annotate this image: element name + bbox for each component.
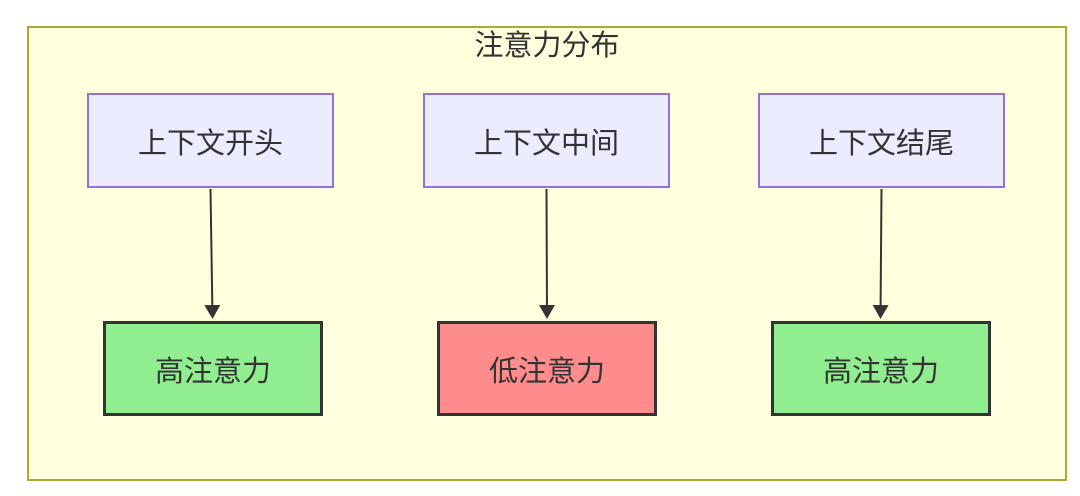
node-context-start: 上下文开头 xyxy=(87,93,334,188)
node-low-attention-middle-label: 低注意力 xyxy=(488,353,605,388)
node-high-attention-left: 高注意力 xyxy=(103,321,323,416)
node-context-end-label: 上下文结尾 xyxy=(808,125,954,160)
diagram-title: 注意力分布 xyxy=(474,28,620,62)
node-context-start-label: 上下文开头 xyxy=(137,125,283,160)
node-high-attention-right-label: 高注意力 xyxy=(822,353,939,388)
node-context-middle: 上下文中间 xyxy=(423,93,670,188)
node-high-attention-left-label: 高注意力 xyxy=(154,353,271,388)
node-low-attention-middle: 低注意力 xyxy=(437,321,657,416)
node-context-end: 上下文结尾 xyxy=(758,93,1005,188)
node-context-middle-label: 上下文中间 xyxy=(473,125,619,160)
node-high-attention-right: 高注意力 xyxy=(771,321,991,416)
